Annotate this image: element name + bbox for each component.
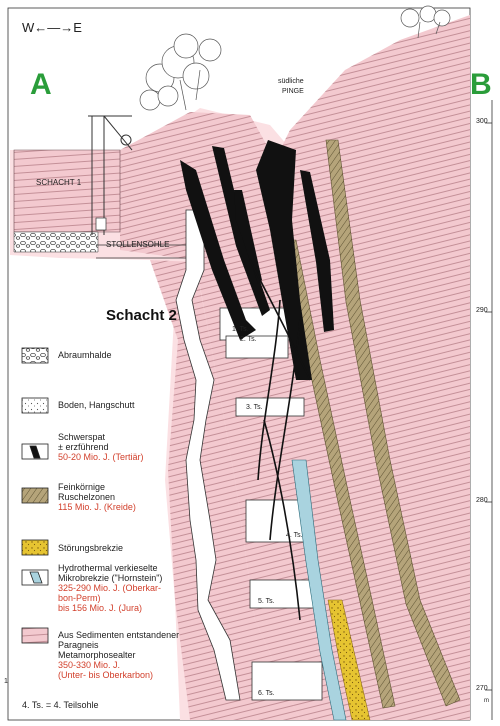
legend-line: Boden, Hangschutt	[58, 400, 135, 410]
legend-line: Metamorphosealter	[58, 650, 179, 660]
legend-age: bon-Perm)	[58, 593, 162, 603]
level-label: 1. Ts.	[232, 326, 249, 333]
legend-line: Mikrobrekzie ("Hornstein")	[58, 573, 162, 583]
legend-line: ± erzführend	[58, 442, 144, 452]
level-label: 4. Ts.	[286, 532, 303, 539]
legend-age: 350-330 Mio. J.	[58, 660, 179, 670]
section-label-a: A	[30, 68, 52, 102]
legend-line: Paragneis	[58, 640, 179, 650]
section-label-b: B	[470, 68, 492, 102]
level-label: 2. Ts.	[240, 336, 257, 343]
footnote: 4. Ts. = 4. Teilsohle	[22, 700, 98, 710]
scale-tick-label: 290	[476, 307, 488, 314]
legend-age: (Unter- bis Oberkarbon)	[58, 670, 179, 680]
level-label: 5. Ts.	[258, 598, 275, 605]
legend-line: Hydrothermal verkieselte	[58, 563, 162, 573]
stollensohle-label: STOLLENSOHLE	[106, 240, 169, 249]
legend-age: bis 156 Mio. J. (Jura)	[58, 603, 162, 613]
scale-unit-label: m	[484, 698, 489, 704]
scale-tick-label: 270	[476, 685, 488, 692]
legend-line: Ruschelzonen	[58, 492, 136, 502]
legend-swatches	[22, 348, 48, 643]
edge-mark: 1	[4, 678, 8, 685]
legend-line: Schwerspat	[58, 432, 144, 442]
legend-line: Aus Sedimenten entstandener	[58, 630, 179, 640]
tree-icon	[140, 34, 221, 110]
compass-label: W←—→E	[22, 20, 82, 35]
legend-age: 50-20 Mio. J. (Tertiär)	[58, 452, 144, 462]
legend-age: 115 Mio. J. (Kreide)	[58, 502, 136, 512]
legend-age: 325-290 Mio. J. (Oberkar-	[58, 583, 162, 593]
legend-line: Feinkörnige	[58, 482, 136, 492]
scale-tick-label: 300	[476, 118, 488, 125]
level-label: 3. Ts.	[246, 404, 263, 411]
schacht2-label: Schacht 2	[106, 307, 177, 324]
legend-line: Störungsbrekzie	[58, 543, 123, 553]
schacht1-label: SCHACHT 1	[36, 178, 81, 187]
pinge-label-1: südliche	[278, 78, 304, 85]
elevation-scale	[485, 100, 492, 720]
scale-tick-label: 280	[476, 497, 488, 504]
pinge-label-2: PINGE	[282, 88, 304, 95]
level-label: 6. Ts.	[258, 690, 275, 697]
legend-line: Abraumhalde	[58, 350, 112, 360]
